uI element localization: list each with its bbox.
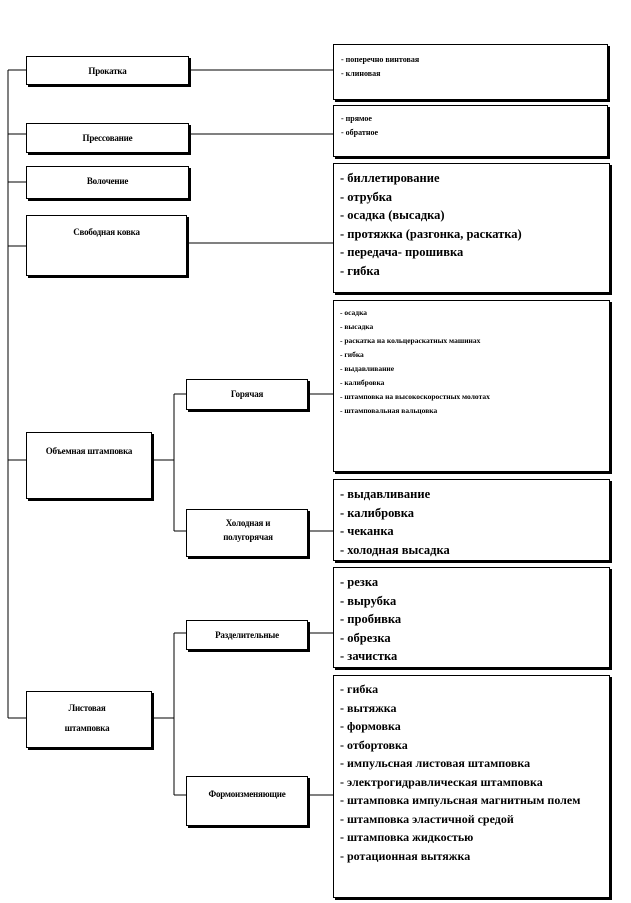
list-item: электрогидравлическая штамповка	[340, 773, 602, 792]
list-item: калибровка	[340, 504, 450, 523]
list-hot-stamping: осадка высадка раскатка на кольцераскатн…	[333, 300, 610, 472]
node-cold-semi-hot: Холодная и полугорячая	[186, 509, 308, 557]
list-item: осадка (высадка)	[340, 206, 522, 225]
node-separating: Разделительные	[186, 620, 308, 650]
list-forming: гибка вытяжка формовка отбортовка импуль…	[333, 675, 610, 898]
node-label: Объемная штамповка	[45, 446, 133, 456]
list-free-forging: биллетирование отрубка осадка (высадка) …	[333, 163, 610, 293]
list-item: поперечно винтовая	[341, 53, 420, 67]
list-items: осадка высадка раскатка на кольцераскатн…	[340, 306, 490, 418]
node-drawing: Волочение	[26, 166, 189, 199]
node-volumetric-stamping: Объемная штамповка	[26, 432, 152, 499]
list-separating: резка вырубка пробивка обрезка зачистка	[333, 567, 610, 668]
list-item: обратное	[341, 126, 378, 140]
node-sheet-stamping: Листовая штамповка	[26, 691, 152, 748]
list-item: гибка	[340, 262, 522, 281]
list-pressing: прямое обратное	[333, 105, 608, 157]
list-item: штамповка импульсная магнитным полем	[340, 791, 602, 810]
node-label: Формоизменяющие	[208, 789, 286, 799]
list-item: клиновая	[341, 67, 419, 81]
list-item: пробивка	[340, 610, 401, 629]
list-rolling: поперечно винтовая клиновая	[333, 44, 608, 100]
list-item: высадка	[340, 320, 490, 334]
list-item: выдавливание	[340, 485, 450, 504]
list-items: прямое обратное	[341, 112, 378, 140]
list-item: гибка	[340, 348, 490, 362]
node-label: Листовая штамповка	[64, 703, 110, 733]
node-forming: Формоизменяющие	[186, 776, 308, 826]
list-item: холодная высадка	[340, 541, 449, 560]
list-item: чеканка	[340, 522, 450, 541]
list-item: импульсная листовая штамповка	[340, 754, 602, 773]
node-label: Свободная ковка	[73, 227, 140, 237]
list-item: штамповальная вальцовка	[340, 404, 490, 418]
list-item: передача- прошивка	[340, 243, 522, 262]
list-item: осадка	[340, 306, 490, 320]
list-item: вырубка	[340, 592, 401, 611]
node-label: Холодная и полугорячая	[223, 518, 273, 542]
list-item: штамповка жидкостью	[340, 828, 602, 847]
list-items: биллетирование отрубка осадка (высадка) …	[340, 169, 522, 281]
list-item: вытяжка	[340, 699, 602, 718]
list-item: гибка	[340, 680, 602, 699]
list-item: биллетирование	[340, 169, 522, 188]
node-pressing: Прессование	[26, 123, 189, 153]
list-items: выдавливание калибровка чеканка холодная…	[340, 485, 450, 560]
list-items: резка вырубка пробивка обрезка зачистка	[340, 573, 401, 666]
list-cold-stamping: выдавливание калибровка чеканка холодная…	[333, 479, 610, 561]
list-item: выдавливание	[340, 362, 490, 376]
node-label: Волочение	[86, 176, 129, 186]
list-items: поперечно винтовая клиновая	[341, 53, 420, 81]
list-item: резка	[340, 573, 401, 592]
node-label: Горячая	[230, 389, 264, 399]
node-label: Разделительные	[215, 630, 279, 640]
list-item: отбортовка	[340, 736, 602, 755]
list-item: штамповка эластичной средой	[340, 810, 602, 829]
list-item: зачистка	[340, 647, 401, 666]
list-item: протяжка (разгонка, раскатка)	[340, 225, 521, 244]
list-item: штамповка на высокоскоростных молотах	[340, 390, 489, 404]
node-label: Прессование	[82, 133, 133, 143]
node-hot: Горячая	[186, 379, 308, 410]
list-item: калибровка	[340, 376, 490, 390]
list-item: раскатка на кольцераскатных машинах	[340, 334, 490, 348]
node-label: Прокатка	[88, 66, 127, 76]
list-item: ротационная вытяжка	[340, 847, 602, 866]
list-item: обрезка	[340, 629, 401, 648]
list-item: формовка	[340, 717, 602, 736]
list-item: прямое	[341, 112, 378, 126]
list-items: гибка вытяжка формовка отбортовка импуль…	[340, 680, 602, 865]
node-free-forging: Свободная ковка	[26, 215, 187, 276]
node-rolling: Прокатка	[26, 56, 189, 85]
list-item: отрубка	[340, 188, 522, 207]
